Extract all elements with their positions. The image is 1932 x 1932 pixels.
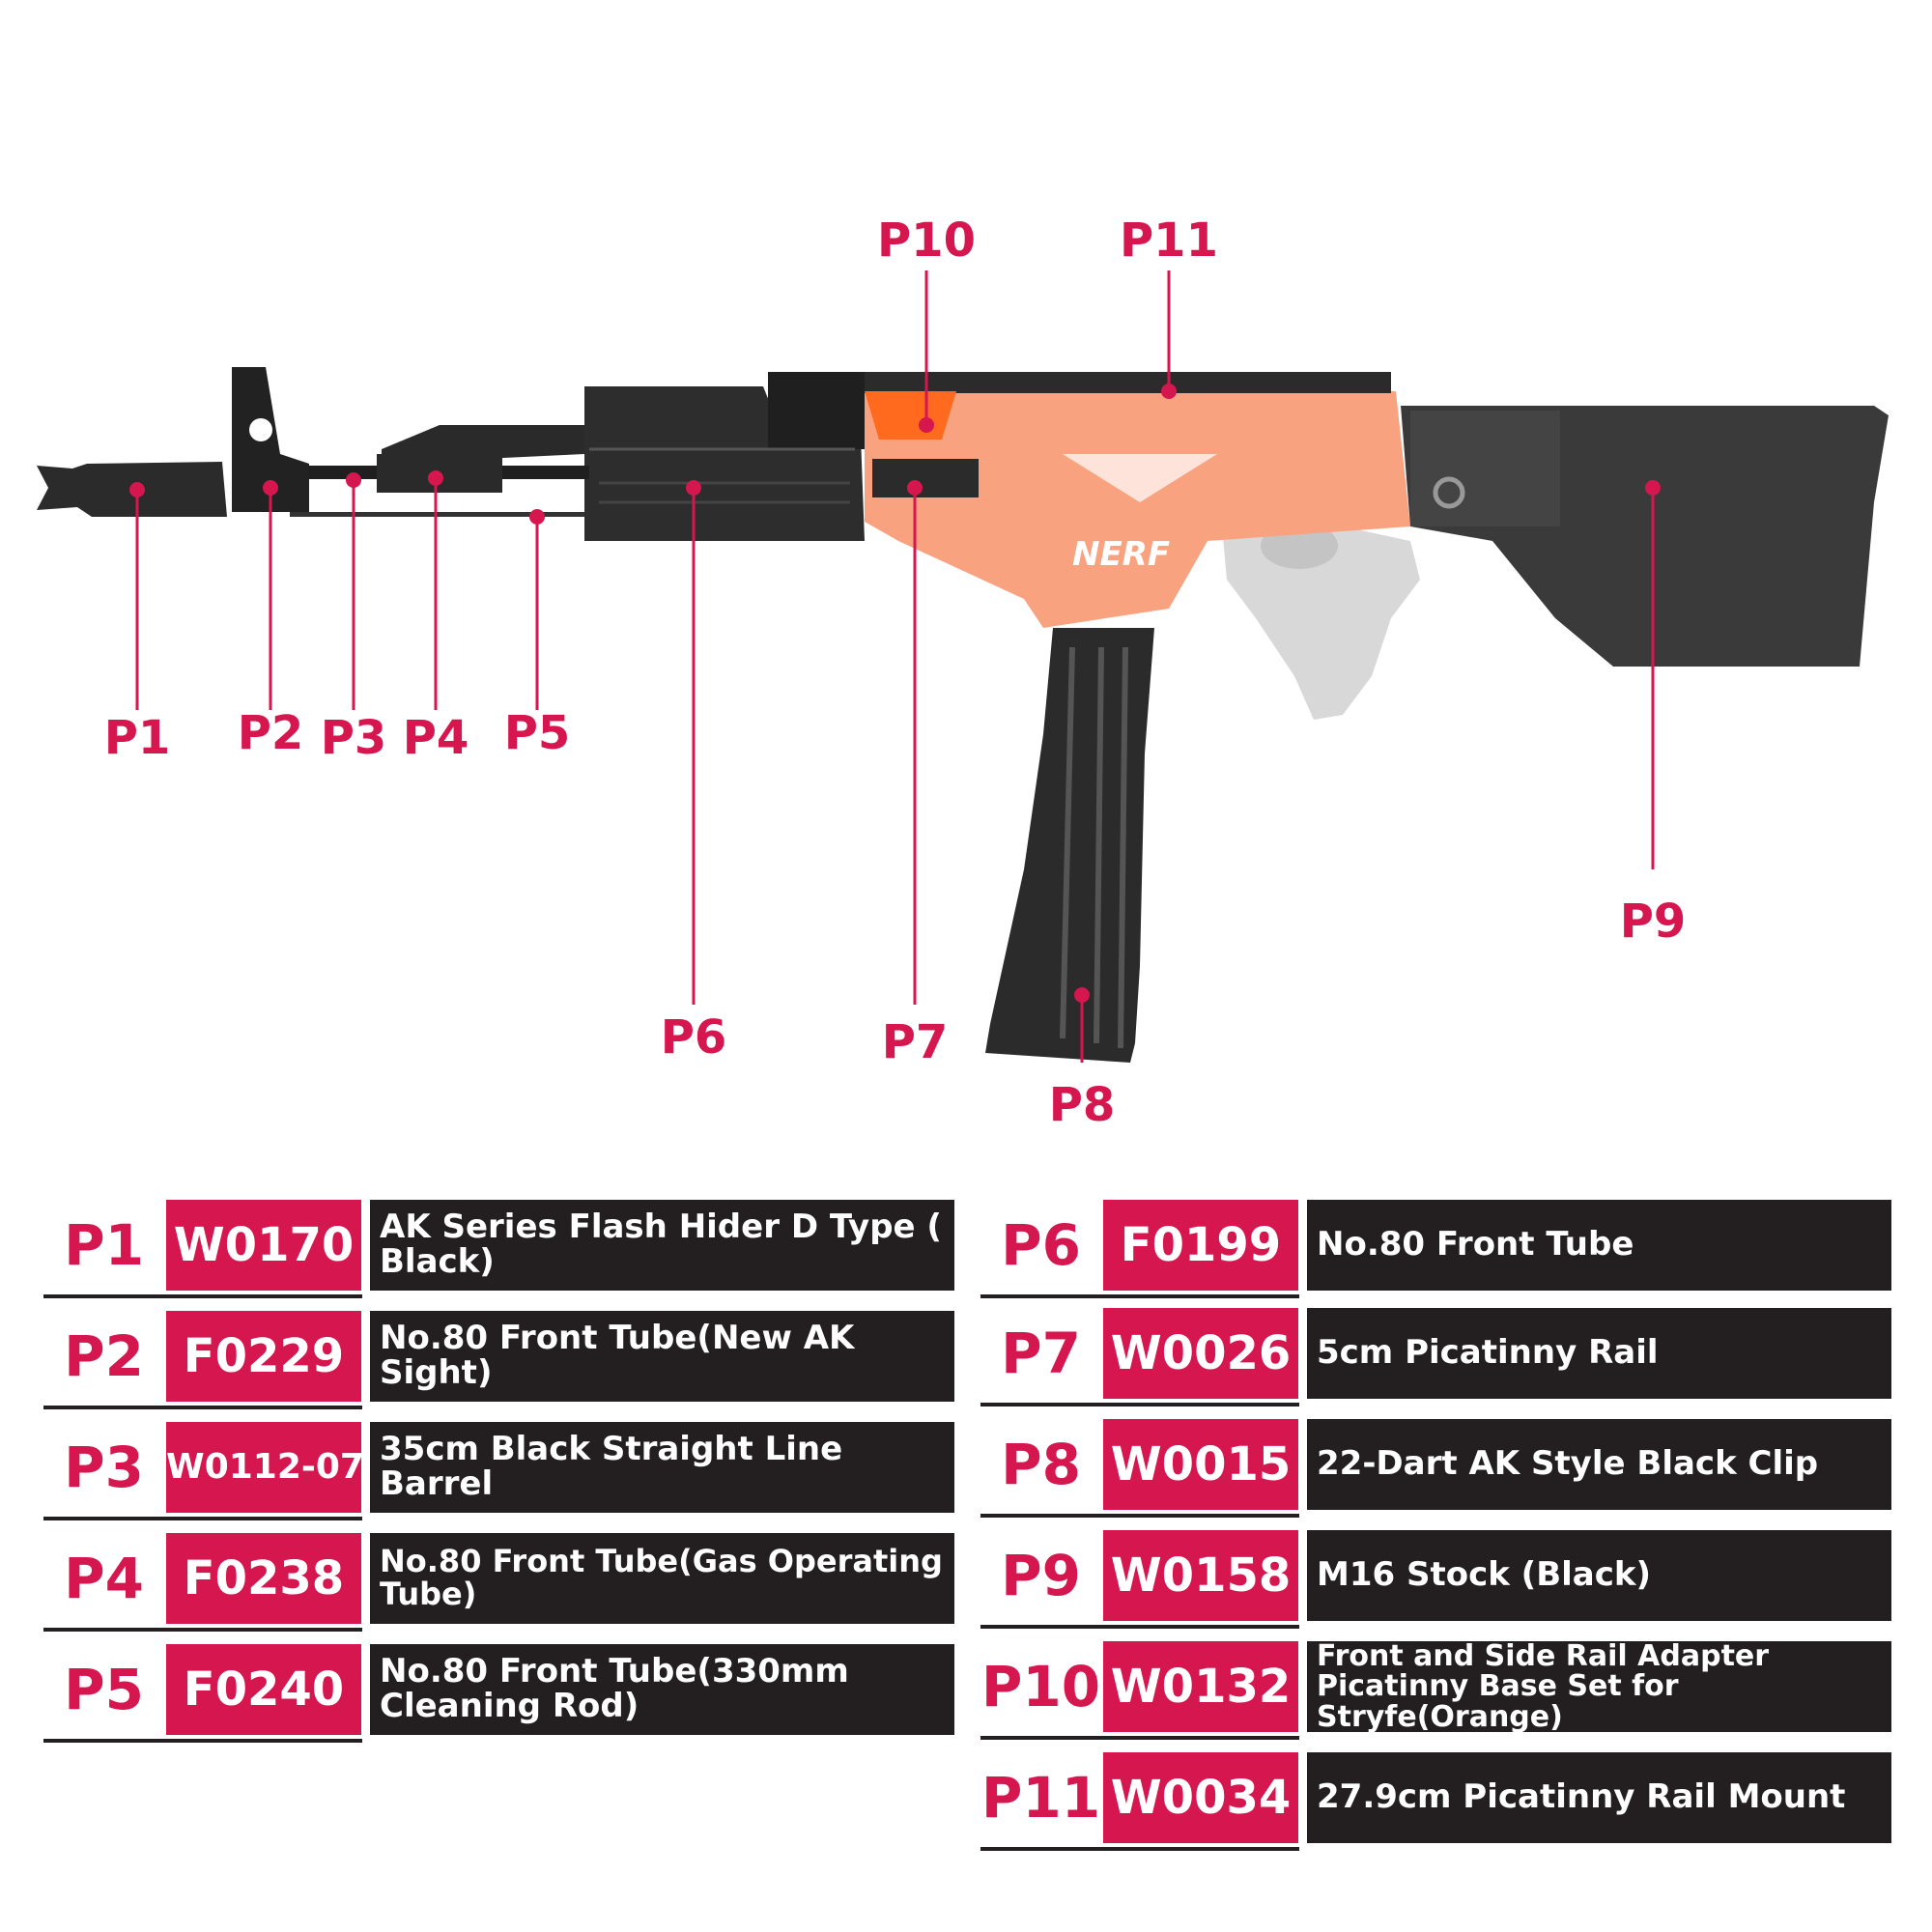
rear-sight-block-shape bbox=[768, 372, 865, 449]
part-code: W0132 bbox=[1103, 1641, 1298, 1732]
part-description: M16 Stock (Black) bbox=[1307, 1530, 1891, 1621]
part-label: P4 bbox=[64, 1546, 144, 1611]
part-code: F0238 bbox=[166, 1533, 361, 1624]
blaster-diagram: NERF bbox=[37, 270, 1889, 1063]
part-label: P1 bbox=[64, 1212, 144, 1278]
part-label: P5 bbox=[64, 1657, 144, 1722]
divider bbox=[980, 1403, 1299, 1406]
callout-p10: P10 bbox=[877, 213, 976, 268]
part-description: No.80 Front Tube(New AK Sight) bbox=[370, 1311, 954, 1402]
callout-p9: P9 bbox=[1619, 895, 1687, 949]
part-code: W0112-07 bbox=[166, 1422, 361, 1513]
divider bbox=[43, 1517, 362, 1520]
callout-p5: P5 bbox=[503, 706, 571, 760]
part-description: Front and Side Rail Adapter Picatinny Ba… bbox=[1307, 1641, 1891, 1732]
divider bbox=[980, 1625, 1299, 1629]
part-label: P10 bbox=[980, 1654, 1101, 1719]
divider bbox=[43, 1406, 362, 1409]
part-code: F0229 bbox=[166, 1311, 361, 1402]
rail-adapter-shape bbox=[865, 391, 956, 440]
part-code: W0026 bbox=[1103, 1308, 1298, 1399]
divider bbox=[43, 1739, 362, 1743]
part-description: 5cm Picatinny Rail bbox=[1307, 1308, 1891, 1399]
callout-p2: P2 bbox=[237, 706, 304, 760]
receiver-shape bbox=[865, 391, 1410, 628]
stock-adapter-shape bbox=[1410, 411, 1560, 526]
part-description: No.80 Front Tube(330mm Cleaning Rod) bbox=[370, 1644, 954, 1735]
part-label: P7 bbox=[1001, 1321, 1081, 1386]
part-code: W0015 bbox=[1103, 1419, 1298, 1510]
callout-p8: P8 bbox=[1048, 1078, 1116, 1132]
divider bbox=[980, 1847, 1299, 1851]
part-label: P6 bbox=[1001, 1212, 1081, 1278]
divider bbox=[980, 1736, 1299, 1740]
part-description: 27.9cm Picatinny Rail Mount bbox=[1307, 1752, 1891, 1843]
part-code: F0240 bbox=[166, 1644, 361, 1735]
callout-p6: P6 bbox=[660, 1010, 727, 1065]
part-label: P9 bbox=[1001, 1543, 1081, 1608]
divider bbox=[43, 1628, 362, 1632]
part-label: P3 bbox=[64, 1435, 144, 1500]
front-sight-shape bbox=[232, 367, 309, 512]
part-description: AK Series Flash Hider D Type ( Black) bbox=[370, 1200, 954, 1291]
callout-p11: P11 bbox=[1120, 213, 1218, 268]
callout-p1: P1 bbox=[103, 711, 171, 765]
divider bbox=[980, 1514, 1299, 1518]
blaster-illustration: NERF bbox=[37, 270, 1889, 1063]
part-label: P8 bbox=[1001, 1432, 1081, 1497]
part-description: No.80 Front Tube(Gas Operating Tube) bbox=[370, 1533, 954, 1624]
part-description: 22-Dart AK Style Black Clip bbox=[1307, 1419, 1891, 1510]
callout-p4: P4 bbox=[402, 711, 469, 765]
part-code: W0170 bbox=[166, 1200, 361, 1291]
divider bbox=[43, 1294, 362, 1298]
part-label: P11 bbox=[980, 1765, 1101, 1831]
top-rail-shape bbox=[865, 372, 1391, 393]
divider bbox=[980, 1294, 1299, 1298]
part-label: P2 bbox=[64, 1323, 144, 1389]
part-code: F0199 bbox=[1103, 1200, 1298, 1291]
side-rail-shape bbox=[872, 459, 979, 497]
part-description: No.80 Front Tube bbox=[1307, 1200, 1891, 1291]
callout-p3: P3 bbox=[320, 711, 387, 765]
nerf-logo: NERF bbox=[1072, 535, 1170, 574]
part-description: 35cm Black Straight Line Barrel bbox=[370, 1422, 954, 1513]
part-code: W0034 bbox=[1103, 1752, 1298, 1843]
callout-p7: P7 bbox=[881, 1015, 949, 1069]
part-code: W0158 bbox=[1103, 1530, 1298, 1621]
grip-shape bbox=[1222, 522, 1420, 720]
